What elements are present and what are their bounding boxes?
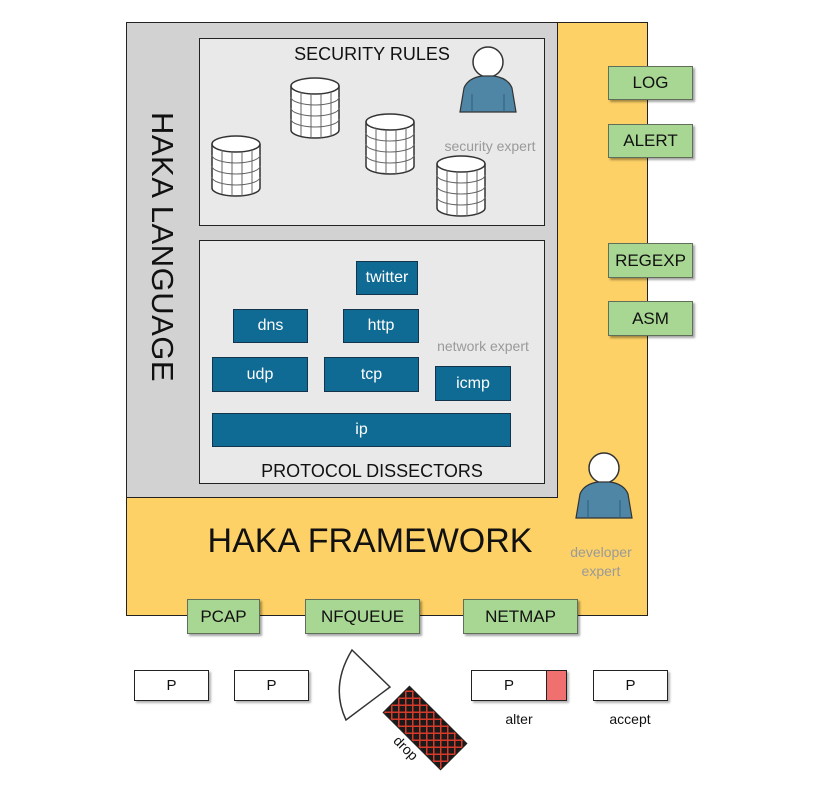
- developer-caption-line2: expert: [581, 562, 621, 579]
- packet-1: P: [134, 670, 209, 701]
- alter-caption: alter: [505, 711, 533, 727]
- module-asm: ASM: [608, 301, 693, 336]
- module-log: LOG: [608, 66, 693, 100]
- alter-marker: [546, 670, 567, 701]
- protocol-tcp: tcp: [324, 357, 419, 392]
- database-icon: [436, 155, 486, 217]
- module-alert: ALERT: [608, 124, 693, 158]
- protocol-icmp: icmp: [435, 366, 511, 401]
- security-expert-caption: security expert: [444, 137, 536, 154]
- accept-caption: accept: [609, 711, 651, 727]
- database-icon: [365, 113, 415, 175]
- protocol-ip: ip: [212, 413, 511, 447]
- capture-nfqueue: NFQUEUE: [305, 599, 420, 634]
- database-icon: [211, 135, 261, 197]
- developer-expert-person-icon: [575, 452, 633, 519]
- module-regexp: REGEXP: [608, 243, 693, 278]
- haka-framework-label: HAKA FRAMEWORK: [207, 521, 533, 560]
- network-expert-caption: network expert: [437, 337, 529, 354]
- packet-accepted: P: [593, 670, 668, 701]
- capture-pcap: PCAP: [187, 599, 260, 634]
- security-expert-person-icon: [459, 46, 517, 113]
- security-rules-title: SECURITY RULES: [294, 43, 450, 64]
- protocol-http: http: [343, 309, 419, 343]
- packet-2: P: [234, 670, 309, 701]
- packet-altered: P: [471, 670, 567, 701]
- funnel-icon: [338, 648, 392, 722]
- protocol-twitter: twitter: [356, 261, 418, 295]
- packet-altered-label: P: [503, 677, 514, 694]
- protocol-dns: dns: [233, 309, 308, 343]
- capture-netmap: NETMAP: [463, 599, 578, 634]
- developer-caption-line1: developer: [570, 543, 632, 560]
- database-icon: [290, 77, 340, 139]
- protocol-udp: udp: [212, 357, 308, 392]
- protocol-dissectors-title: PROTOCOL DISSECTORS: [261, 460, 483, 481]
